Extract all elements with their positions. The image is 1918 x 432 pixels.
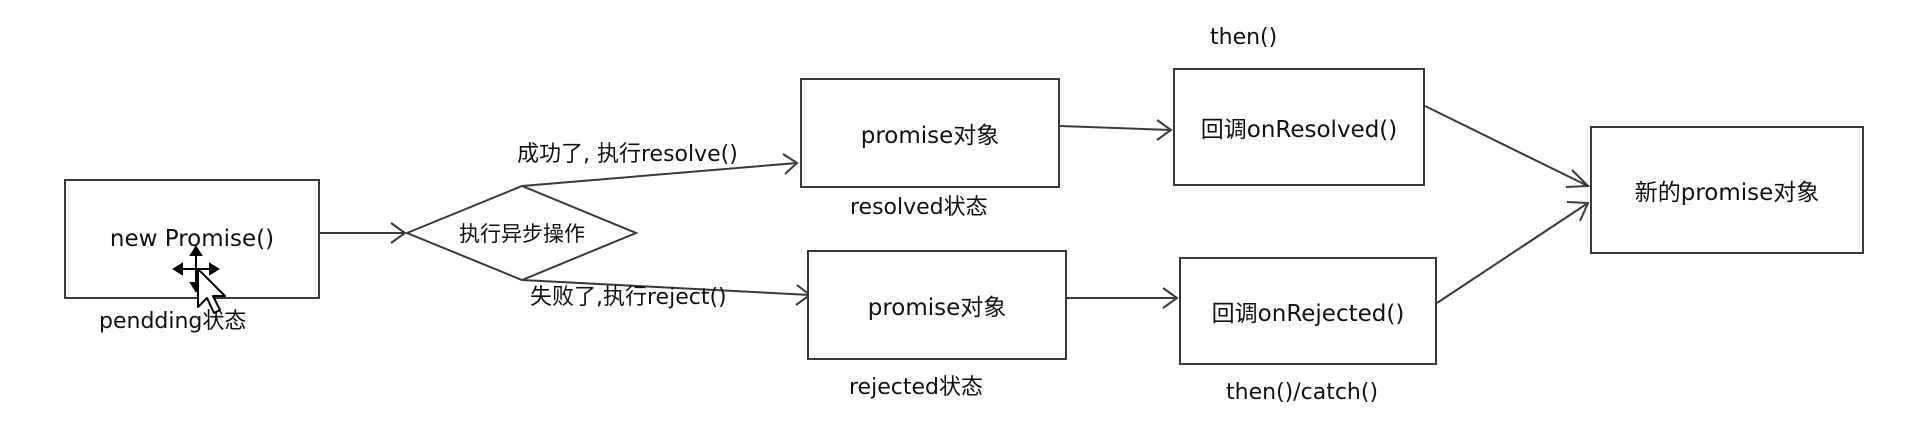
label-then-catch: then()/catch()	[1226, 380, 1379, 405]
label-resolved-state: resolved状态	[850, 195, 988, 220]
label-then: then()	[1210, 25, 1278, 50]
edge-rejected-to-callback-arrowhead	[1162, 287, 1179, 309]
label-success-edge: 成功了, 执行resolve()	[517, 142, 738, 167]
move-cursor-icon	[172, 245, 226, 314]
edge-onrejected-to-new	[1436, 202, 1589, 304]
edge-resolved-to-callback	[1059, 125, 1172, 131]
edge-onresolved-to-new	[1424, 105, 1589, 187]
edge-async-to-resolved-arrowhead	[782, 153, 799, 175]
edge-resolved-to-callback-arrowhead	[1156, 119, 1173, 141]
node-new-promise-object: 新的promise对象	[1590, 126, 1864, 254]
async-op-diamond	[404, 184, 639, 282]
edge-new-to-async-arrowhead	[390, 222, 407, 244]
node-on-resolved: 回调onResolved()	[1173, 68, 1425, 186]
edge-async-to-rejected	[521, 279, 811, 296]
edge-onrejected-to-new-arrowhead	[1566, 201, 1590, 222]
label-rejected-state: rejected状态	[849, 375, 983, 400]
edge-async-to-resolved	[521, 162, 798, 187]
edge-onresolved-to-new-arrowhead	[1565, 169, 1591, 188]
node-resolved-promise: promise对象	[800, 78, 1060, 188]
node-on-rejected: 回调onRejected()	[1179, 257, 1437, 365]
node-async-op-label: 执行异步操作	[459, 222, 585, 246]
label-pending-state: pendding状态	[99, 309, 247, 334]
label-fail-edge: 失败了,执行reject()	[530, 285, 727, 310]
node-new-promise: new Promise()	[64, 179, 320, 299]
node-rejected-promise: promise对象	[807, 250, 1067, 360]
